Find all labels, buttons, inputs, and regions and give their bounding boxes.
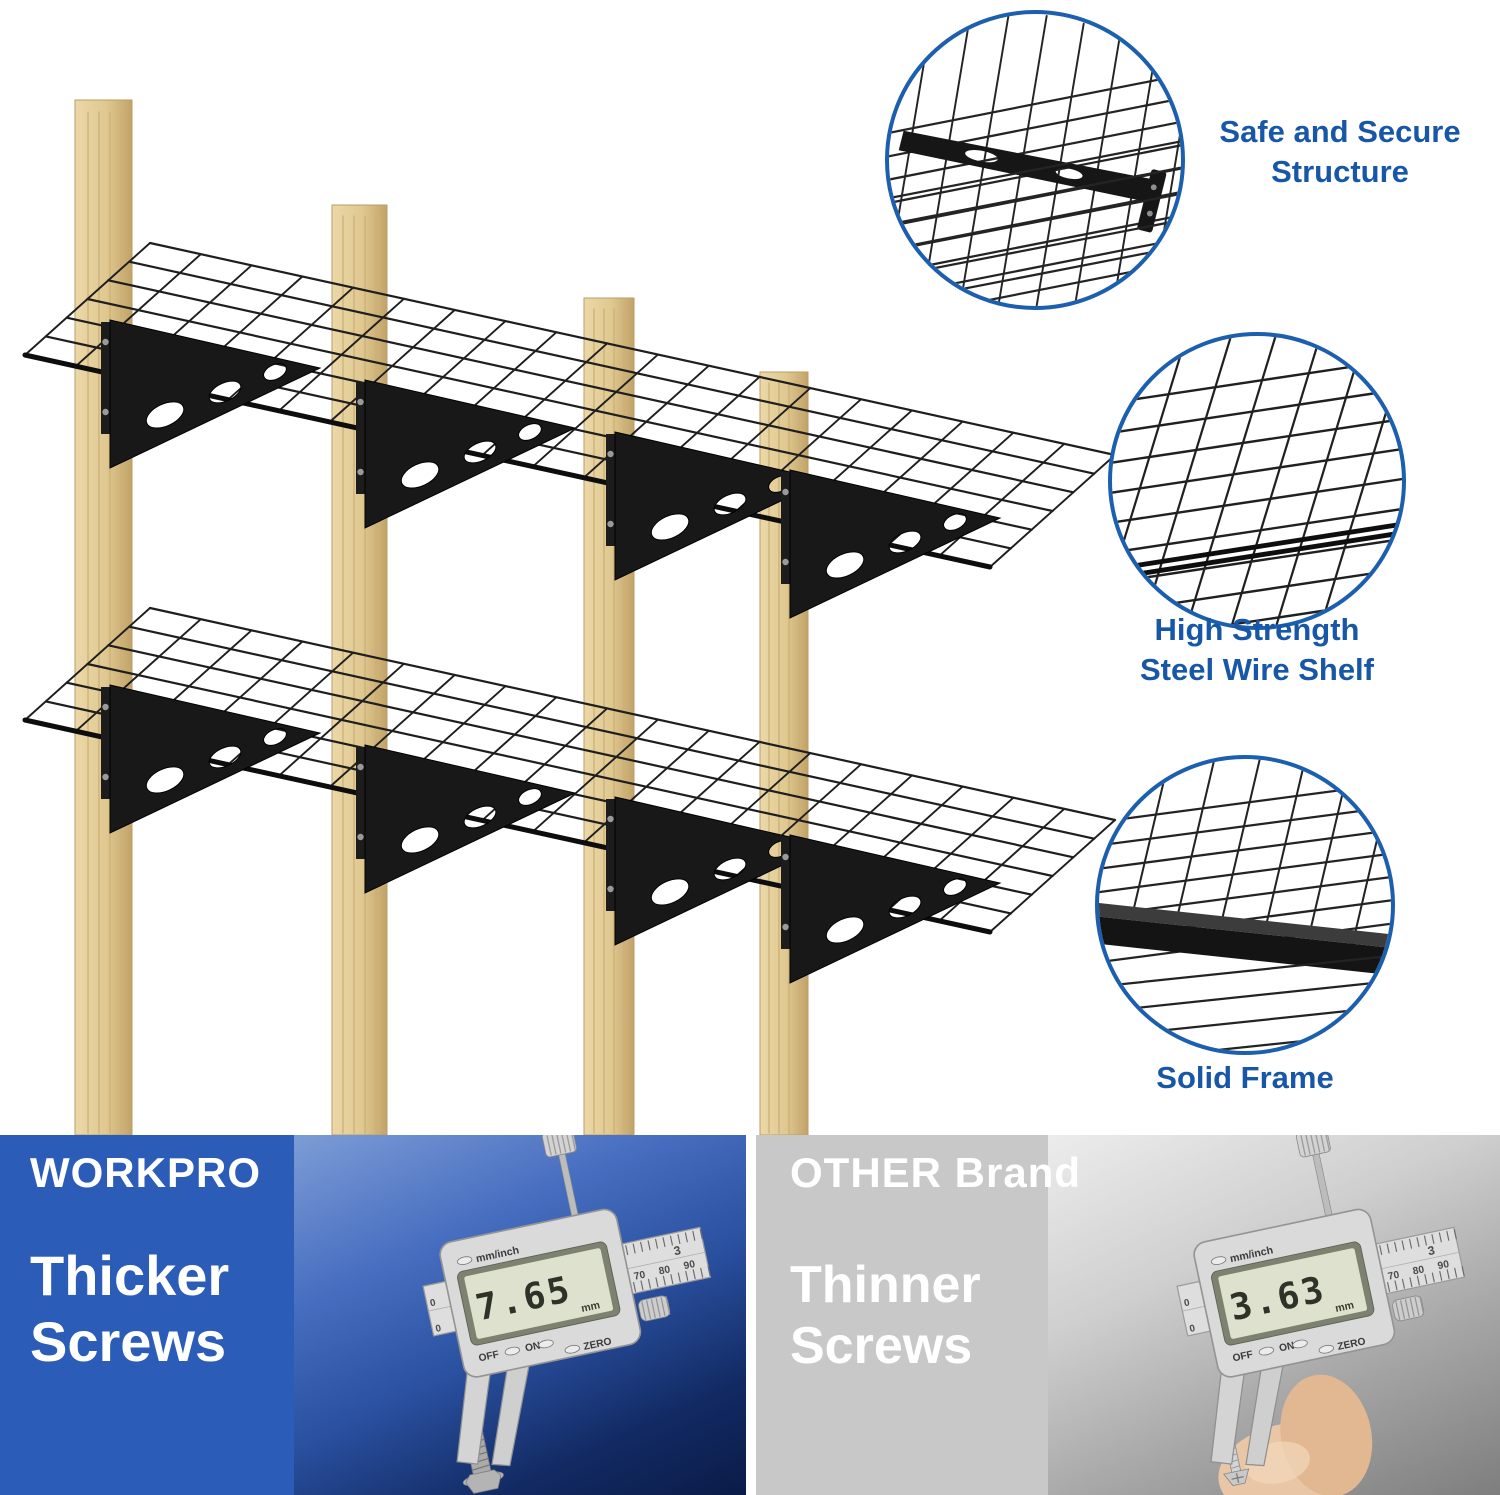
- callout-circle-solid-frame: [1095, 755, 1395, 1055]
- wood-post-1: [74, 99, 133, 1135]
- wood-post-3: [583, 297, 635, 1135]
- caliper-right: 3 70 80 90 0 0: [1176, 1135, 1466, 1495]
- beam-scale-zero: 0: [1189, 1323, 1197, 1335]
- off-label: OFF: [1232, 1349, 1254, 1364]
- beam-scale-zero: 0: [435, 1323, 443, 1335]
- shelf-scene-illustration: [22, 99, 1117, 1135]
- frame-bar-front: [1099, 916, 1391, 976]
- frame-bar-top: [1099, 903, 1391, 948]
- mode-button: [456, 1256, 473, 1265]
- caliper-unit: mm: [580, 1299, 601, 1315]
- zero-button: [564, 1344, 580, 1354]
- screw-head: [1150, 184, 1157, 191]
- brand-name-workpro: WORKPRO: [30, 1149, 261, 1196]
- zero-button: [1318, 1344, 1334, 1354]
- mode-button: [1210, 1256, 1227, 1265]
- frame-closeup-illustration: [1099, 759, 1391, 1051]
- beam-scale-zero: 0: [1183, 1297, 1191, 1309]
- on-button: [1292, 1339, 1308, 1349]
- callout-circle-safe-structure: [885, 10, 1185, 310]
- feature-line: Screws: [790, 1317, 973, 1376]
- caliper-lcd: [1218, 1248, 1368, 1339]
- beam-scale-mark: 70: [1387, 1270, 1401, 1283]
- caliper-knob: [1295, 1135, 1331, 1158]
- beam-scale-zero: 0: [429, 1297, 437, 1309]
- feature-line: Thinner: [790, 1256, 981, 1314]
- wire-mesh-illustration: [1112, 336, 1402, 626]
- beam-scale-inch: 3: [672, 1243, 682, 1258]
- callout-label-solid-frame: Solid Frame: [1095, 1058, 1395, 1098]
- beam-scale-mark: 90: [1437, 1259, 1451, 1272]
- panel-divider: [746, 1135, 756, 1495]
- caliper-depth-rod: [557, 1147, 579, 1219]
- brand-name-other: OTHER Brand: [790, 1149, 1082, 1196]
- caliper-photo-right: 3 70 80 90 0 0: [1048, 1135, 1500, 1495]
- feature-text-thicker-screws: Thicker Screws: [30, 1243, 229, 1375]
- callout-label-line: Steel Wire Shelf: [1139, 651, 1374, 687]
- on-label: ON: [1278, 1341, 1295, 1355]
- feature-line: Screws: [30, 1310, 227, 1374]
- wood-post-2: [331, 204, 388, 1135]
- feature-line: Thicker: [30, 1244, 230, 1307]
- callout-label-line: Safe and Secure: [1219, 114, 1461, 149]
- off-label: OFF: [478, 1349, 500, 1364]
- workpro-panel: 3 70 80 90 0 0: [0, 1135, 746, 1495]
- caliper-left: 3 70 80 90 0 0: [422, 1135, 712, 1494]
- callout-label-line: High Strength: [1154, 612, 1360, 647]
- bracket-wall-plate: [1137, 169, 1167, 233]
- caliper-unit: mm: [1334, 1299, 1355, 1315]
- callout-label-wire-shelf: High Strength Steel Wire Shelf: [1098, 610, 1416, 689]
- callout-label-safe-structure: Safe and Secure Structure: [1185, 112, 1495, 191]
- beam-scale-mark: 90: [683, 1259, 697, 1272]
- beam-scale-mark: 70: [633, 1270, 647, 1283]
- other-brand-panel: 3 70 80 90 0 0: [756, 1135, 1500, 1495]
- off-button: [504, 1346, 521, 1356]
- beam-scale-mark: 80: [658, 1264, 672, 1277]
- callout-label-line: Structure: [1271, 153, 1409, 189]
- on-button: [538, 1339, 554, 1349]
- off-button: [1258, 1346, 1275, 1356]
- caliper-lcd: [464, 1248, 614, 1339]
- feature-text-thinner-screws: Thinner Screws: [790, 1255, 981, 1378]
- callout-circle-wire-shelf: [1108, 332, 1406, 630]
- bracket-bar: [898, 130, 1164, 203]
- bracket-closeup-illustration: [889, 14, 1181, 306]
- caliper-depth-rod: [1311, 1147, 1333, 1219]
- screw-head: [1146, 210, 1153, 217]
- beam-scale-mark: 80: [1412, 1264, 1426, 1277]
- caliper-knob: [541, 1135, 577, 1158]
- callout-label-line: Solid Frame: [1156, 1060, 1334, 1095]
- on-label: ON: [524, 1341, 541, 1355]
- wood-grain: [87, 111, 800, 1134]
- caliper-photo-left: 3 70 80 90 0 0: [294, 1135, 746, 1495]
- comparison-section: 3 70 80 90 0 0: [0, 1135, 1500, 1495]
- beam-scale-inch: 3: [1426, 1243, 1436, 1258]
